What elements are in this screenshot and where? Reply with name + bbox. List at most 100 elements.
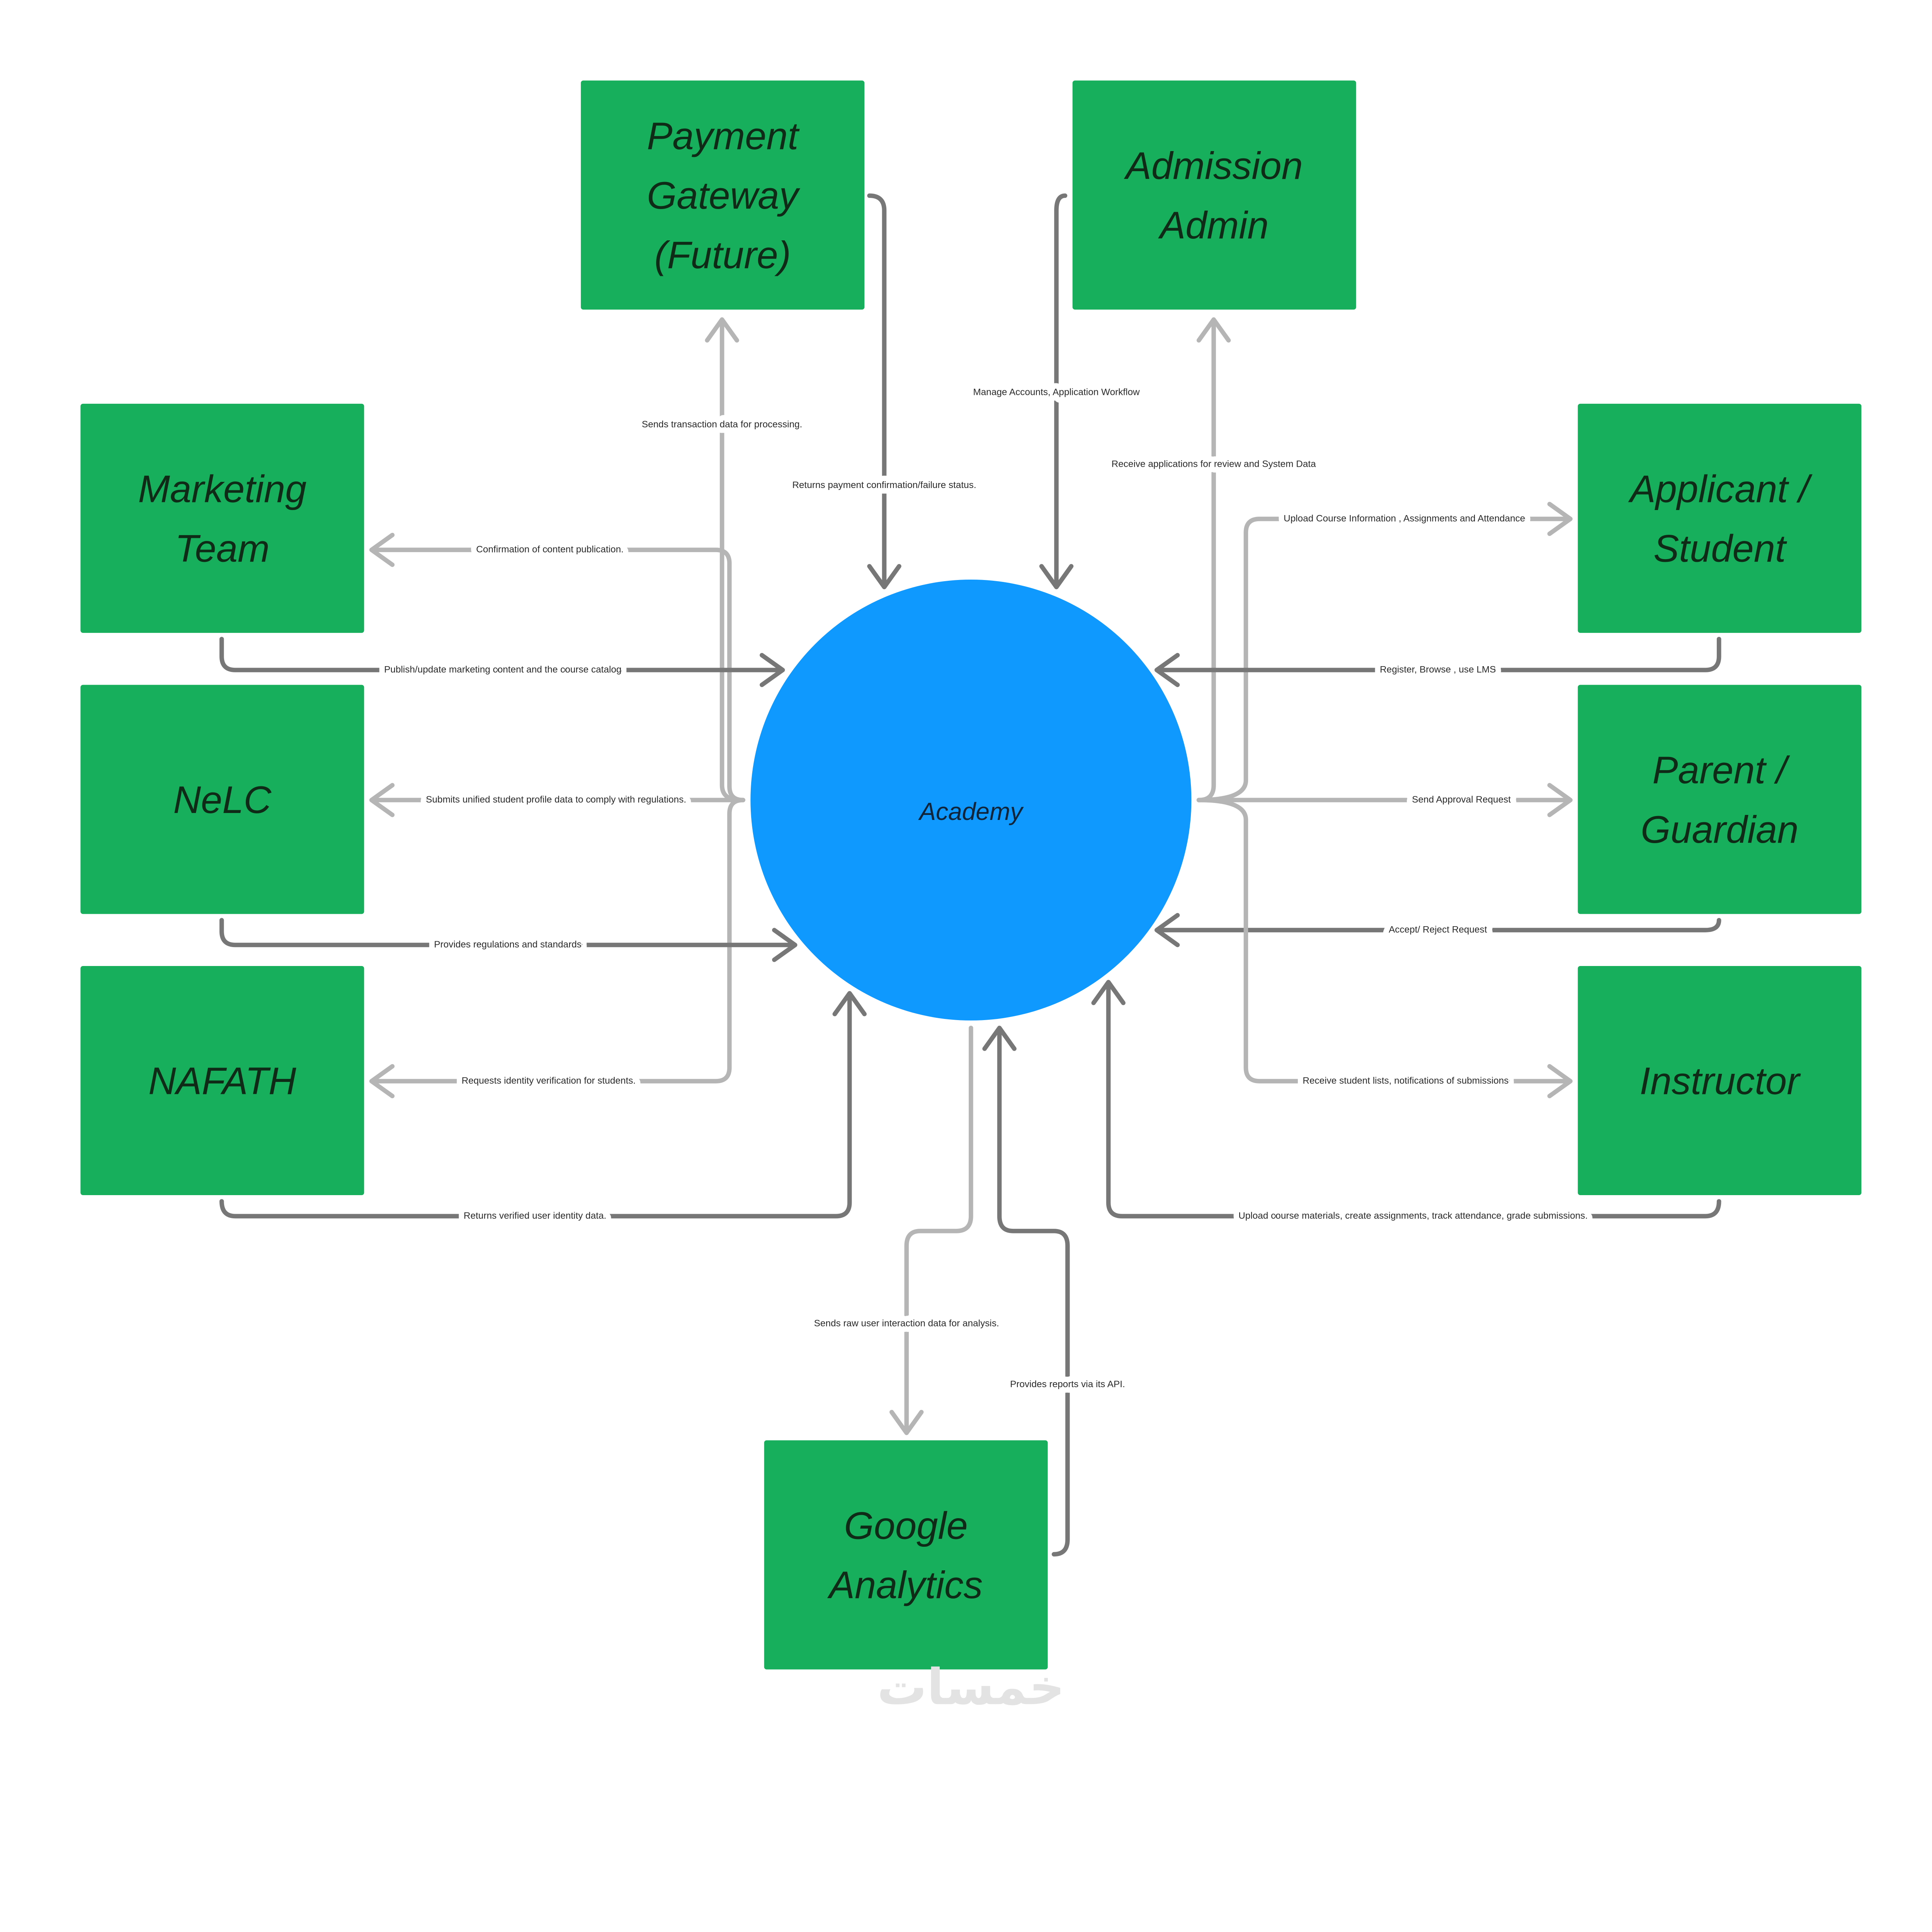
arrowhead-icon [1154, 653, 1180, 687]
node-nafath[interactable]: NAFATH [80, 966, 364, 1195]
arrowhead-icon [832, 991, 867, 1017]
edge-academy-to-nelc[interactable] [369, 783, 745, 817]
arrowhead-icon [705, 317, 739, 343]
edge-payment-gateway-to-academy[interactable] [867, 193, 901, 589]
edge-label: Provides regulations and standards [434, 939, 582, 950]
edge-academy-to-applicant-student[interactable] [1196, 502, 1573, 803]
node-label-line: (Future) [655, 234, 791, 277]
node-box [764, 1440, 1048, 1670]
edges-layer [219, 193, 1721, 1557]
arrowhead-icon [772, 928, 798, 962]
arrowhead-icon [1039, 564, 1074, 589]
edge-label: Publish/update marketing content and the… [384, 664, 621, 675]
edge-admission-admin-to-academy[interactable] [1039, 193, 1074, 589]
arrowhead-icon [369, 783, 395, 817]
edge-label: Receive applications for review and Syst… [1111, 459, 1316, 469]
node-label-line: Admission [1124, 145, 1303, 187]
node-label-line: NeLC [173, 779, 272, 821]
edge-nelc-to-academy[interactable] [219, 918, 798, 962]
edge-line [1157, 637, 1721, 672]
edge-label: Returns payment confirmation/failure sta… [792, 480, 976, 490]
node-label-line: NAFATH [148, 1060, 296, 1103]
node-nelc[interactable]: NeLC [80, 685, 364, 914]
node-label-line: Student [1653, 527, 1787, 570]
node-label-line: Parent / [1652, 749, 1790, 792]
edge-line [219, 993, 852, 1219]
node-label-line: Marketing [138, 468, 306, 511]
edge-academy-to-nafath[interactable] [369, 798, 745, 1099]
arrowhead-icon [982, 1026, 1017, 1051]
edge-label: Receive student lists, notifications of … [1303, 1076, 1509, 1086]
node-label-line: Google [844, 1504, 968, 1547]
edge-academy-to-payment-gateway[interactable] [705, 317, 743, 803]
academy-process[interactable]: Academy [750, 579, 1192, 1021]
node-box [1578, 403, 1862, 633]
arrowhead-icon [1091, 980, 1126, 1005]
edge-label: Sends transaction data for processing. [642, 419, 802, 430]
edge-label: Provides reports via its API. [1010, 1379, 1125, 1389]
node-label-line: Admin [1158, 204, 1269, 247]
edge-label: Register, Browse , use LMS [1380, 664, 1496, 675]
edge-line [1106, 982, 1721, 1219]
edge-line [219, 918, 795, 947]
arrowhead-icon [760, 653, 785, 687]
arrowhead-icon [1196, 317, 1231, 343]
edge-line [1054, 193, 1068, 587]
edge-line [372, 548, 745, 803]
edge-label: Submits unified student profile data to … [426, 794, 686, 805]
edge-applicant-student-to-academy[interactable] [1154, 637, 1721, 687]
arrowhead-icon [1547, 1064, 1573, 1099]
node-box [1578, 966, 1862, 1195]
arrowhead-icon [369, 1064, 395, 1099]
edge-google-analytics-to-academy[interactable] [982, 1026, 1070, 1557]
node-box [581, 80, 865, 310]
edge-label: Requests identity verification for stude… [462, 1076, 636, 1086]
edge-label: Upload Course Information , Assignments … [1284, 513, 1525, 524]
watermark-logo: خمسات [877, 1658, 1065, 1716]
edge-line [1157, 918, 1721, 932]
node-label-line: Team [175, 527, 270, 570]
node-label-line: Applicant / [1628, 468, 1813, 511]
node-applicant-student[interactable]: Applicant / Student [1578, 403, 1862, 633]
edge-line [372, 798, 745, 1083]
arrowhead-icon [889, 1410, 924, 1435]
edge-academy-to-admission-admin[interactable] [1196, 317, 1231, 803]
arrowhead-icon [1547, 502, 1573, 536]
academy-label: Academy [918, 798, 1024, 825]
node-box [80, 685, 364, 914]
edge-parent-guardian-to-academy[interactable] [1154, 913, 1721, 947]
edge-academy-to-instructor[interactable] [1196, 798, 1573, 1099]
edge-label: Accept/ Reject Request [1389, 924, 1487, 935]
edge-line [904, 1026, 973, 1433]
node-box [80, 403, 364, 633]
node-box [1072, 80, 1356, 310]
node-box [1578, 685, 1862, 914]
node-label-line: Analytics [827, 1564, 983, 1607]
arrowhead-icon [1547, 783, 1573, 817]
node-box [80, 966, 364, 1195]
edge-label: Upload course materials, create assignme… [1238, 1211, 1588, 1221]
edge-instructor-to-academy[interactable] [1091, 980, 1721, 1219]
edge-academy-to-parent-guardian[interactable] [1196, 783, 1573, 817]
edge-nafath-to-academy[interactable] [219, 991, 867, 1219]
node-label-line: Guardian [1641, 808, 1799, 851]
edge-academy-to-google-analytics[interactable] [889, 1026, 973, 1435]
edge-label: Returns verified user identity data. [464, 1211, 606, 1221]
node-label-line: Payment [647, 115, 800, 158]
node-instructor[interactable]: Instructor [1578, 966, 1862, 1195]
edge-line [997, 1028, 1070, 1557]
arrowhead-icon [369, 532, 395, 567]
node-label-line: Gateway [647, 174, 800, 217]
edge-line [1196, 320, 1216, 803]
node-label-line: Instructor [1639, 1060, 1801, 1103]
arrowhead-icon [1154, 913, 1180, 947]
edge-label: Sends raw user interaction data for anal… [814, 1318, 999, 1329]
node-parent-guardian[interactable]: Parent / Guardian [1578, 685, 1862, 914]
edge-marketing-team-to-academy[interactable] [219, 637, 785, 687]
edge-line [219, 637, 783, 672]
